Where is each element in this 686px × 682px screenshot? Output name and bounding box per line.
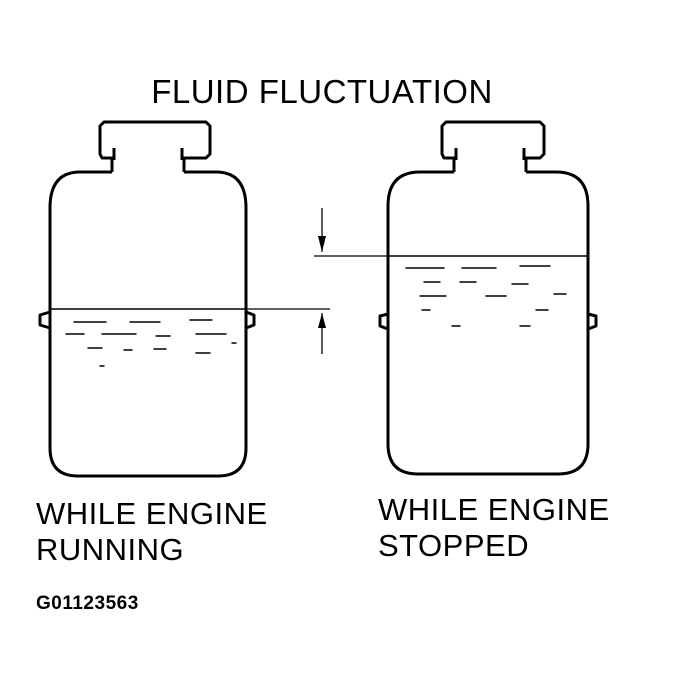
- reservoir-body: [386, 170, 590, 476]
- caption-running-line1: WHILE ENGINE: [36, 496, 268, 531]
- caption-running-line2: RUNNING: [36, 532, 184, 567]
- level-difference-marker: [246, 208, 388, 354]
- reservoir-cap: [98, 120, 212, 172]
- caption-stopped-line2: STOPPED: [378, 528, 529, 563]
- diagram-title: FLUID FLUCTUATION: [151, 73, 493, 110]
- reservoir-body: [48, 170, 248, 478]
- figure-code: G01123563: [36, 593, 139, 614]
- fluid-ripples-running: [65, 319, 237, 367]
- reservoir-running: [38, 120, 256, 478]
- fluid-ripples-stopped: [405, 265, 567, 327]
- arrow-up-icon: [318, 313, 326, 328]
- reservoir-stopped: [378, 120, 598, 476]
- reservoir-cap: [440, 120, 546, 172]
- caption-stopped-line1: WHILE ENGINE: [378, 492, 610, 527]
- arrow-down-icon: [318, 236, 326, 252]
